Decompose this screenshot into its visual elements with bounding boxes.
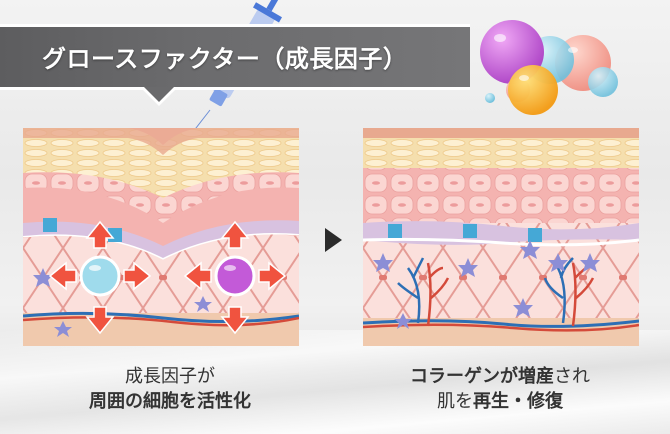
caption-right-line2-bold: 再生・修復 [473,391,563,412]
banner-title: グロースファクター（成長因子） [42,45,408,73]
caption-right-line2-prefix: 肌を [437,391,473,412]
caption-right: コラーゲンが増産され 肌を再生・修復 [370,364,630,414]
banner-pointer-inner [144,87,174,102]
skin-panel-after [363,128,639,346]
caption-left: 成長因子が 周囲の細胞を活性化 [60,364,280,414]
caption-left-line2: 周囲の細胞を活性化 [89,391,251,412]
growth-factor-blue [48,220,152,335]
caption-right-line1-bold: コラーゲンが増産 [410,366,554,387]
growth-factor-spheres-icon [480,20,618,115]
next-arrow-icon [325,228,342,252]
growth-factor-purple [183,220,287,335]
skin-panel-before [23,128,299,346]
caption-right-line1: コラーゲンが増産され [370,364,630,389]
background-wave [0,330,670,434]
caption-right-line1-rest: され [554,366,590,387]
caption-right-line2: 肌を再生・修復 [370,389,630,414]
caption-left-line1: 成長因子が [125,366,215,387]
title-banner: グロースファクター（成長因子） [0,24,470,90]
